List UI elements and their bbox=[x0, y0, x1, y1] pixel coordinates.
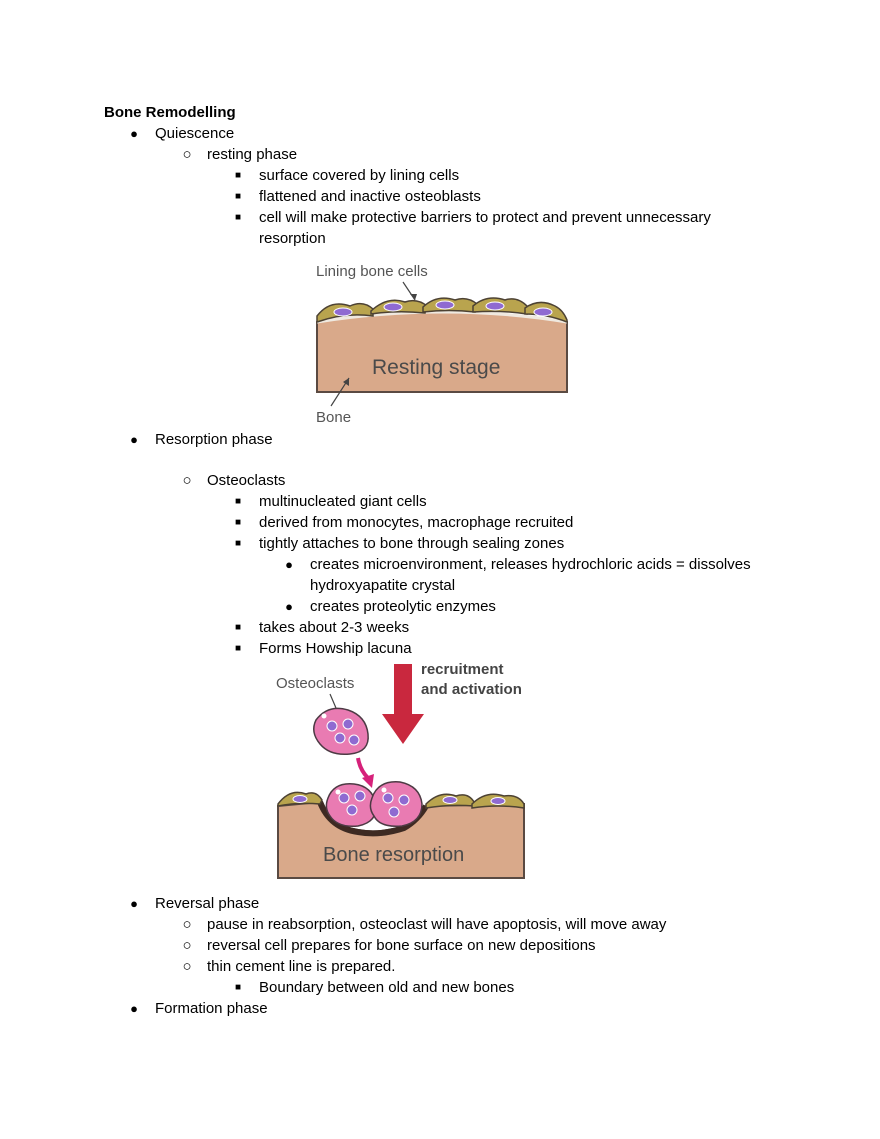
bullet-l1: ● bbox=[130, 126, 138, 141]
quiescence-heading: Quiescence bbox=[155, 125, 235, 142]
list-item: cell will make protective barriers to pr… bbox=[259, 209, 711, 226]
bullet-l2: ○ bbox=[182, 958, 192, 975]
bullet-l3: ■ bbox=[234, 982, 242, 993]
list-item: surface covered by lining cells bbox=[259, 167, 460, 184]
resorption-heading: Resorption phase bbox=[155, 431, 273, 448]
list-item: reversal cell prepares for bone surface … bbox=[207, 937, 596, 954]
bullet-l4: ● bbox=[285, 557, 293, 572]
bone-surface-line bbox=[316, 310, 568, 324]
bullet-l3: ■ bbox=[234, 191, 242, 202]
list-subitem-continuation: hydroxyapatite crystal bbox=[310, 577, 456, 594]
bone-pointer-head bbox=[343, 378, 349, 386]
bone-block bbox=[316, 311, 568, 393]
attached-osteoclast bbox=[369, 781, 423, 828]
bullet-l3: ■ bbox=[234, 170, 242, 181]
bullet-l2: ○ bbox=[182, 472, 192, 489]
resting-stage-figure: Lining bone cells Resting stage Bone bbox=[316, 263, 568, 426]
list-subitem: creates proteolytic enzymes bbox=[310, 598, 496, 615]
migration-arrow-head bbox=[362, 774, 374, 788]
bullet-l3: ■ bbox=[234, 212, 242, 223]
reversal-heading: Reversal phase bbox=[155, 895, 260, 912]
bone-resorption-figure: Osteoclasts recruitment and activation B… bbox=[276, 661, 525, 879]
bone-resorption-label: Bone resorption bbox=[323, 844, 464, 866]
formation-heading: Formation phase bbox=[155, 1000, 268, 1017]
list-item: Boundary between old and new bones bbox=[259, 979, 515, 996]
list-item: thin cement line is prepared. bbox=[207, 958, 396, 975]
lining-pointer-head bbox=[410, 294, 417, 300]
list-item: tightly attaches to bone through sealing… bbox=[259, 535, 565, 552]
osteoclasts-item: Osteoclasts bbox=[207, 472, 286, 489]
osteoclast-pointer-line bbox=[329, 693, 337, 709]
bullet-l2: ○ bbox=[182, 937, 192, 954]
lining-bone-cells-label: Lining bone cells bbox=[316, 263, 428, 280]
bullet-l4: ● bbox=[285, 599, 293, 614]
list-item: multinucleated giant cells bbox=[259, 493, 427, 510]
list-item: derived from monocytes, macrophage recru… bbox=[259, 514, 574, 531]
lining-bone-cells bbox=[316, 297, 568, 324]
resting-phase-item: resting phase bbox=[207, 146, 298, 163]
resting-stage-label: Resting stage bbox=[372, 356, 500, 379]
list-item: pause in reabsorption, osteoclast will h… bbox=[207, 916, 667, 933]
list-item: Forms Howship lacuna bbox=[259, 640, 412, 657]
list-item-continuation: resorption bbox=[259, 230, 326, 247]
osteoclasts-label: Osteoclasts bbox=[276, 675, 354, 692]
bullet-l2: ○ bbox=[182, 146, 192, 163]
bullet-l3: ■ bbox=[234, 496, 242, 507]
recruitment-arrow bbox=[382, 664, 424, 744]
list-item: takes about 2-3 weeks bbox=[259, 619, 410, 636]
migration-arrow bbox=[356, 757, 370, 780]
bullet-l3: ■ bbox=[234, 517, 242, 528]
bullet-l2: ○ bbox=[182, 916, 192, 933]
bullet-l1: ● bbox=[130, 1001, 138, 1016]
page-title: Bone Remodelling bbox=[104, 104, 236, 121]
bullet-l3: ■ bbox=[234, 538, 242, 549]
bullet-l3: ■ bbox=[234, 643, 242, 654]
arrow-label-recruitment: recruitment bbox=[421, 661, 504, 678]
bullet-l1: ● bbox=[130, 432, 138, 447]
list-subitem: creates microenvironment, releases hydro… bbox=[310, 556, 751, 573]
arrow-label-activation: and activation bbox=[421, 681, 522, 698]
bullet-l3: ■ bbox=[234, 622, 242, 633]
bullet-l1: ● bbox=[130, 896, 138, 911]
bone-label: Bone bbox=[316, 409, 351, 426]
list-item: flattened and inactive osteoblasts bbox=[259, 188, 481, 205]
